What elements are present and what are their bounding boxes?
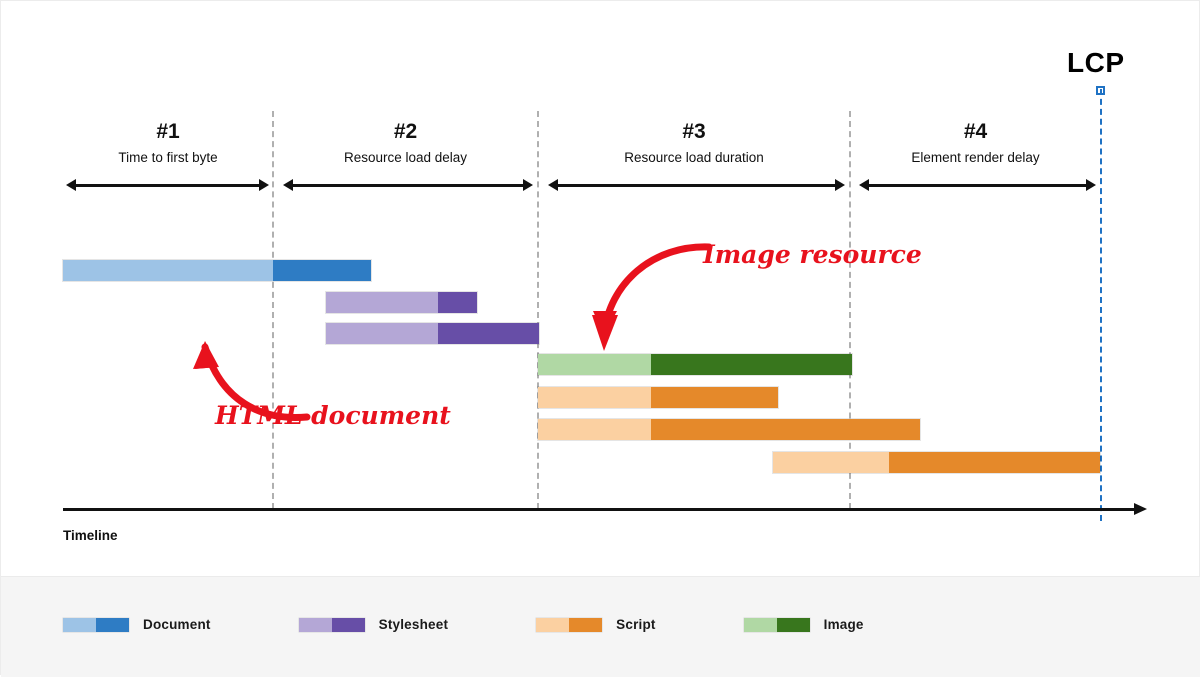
waterfall-bar-document xyxy=(63,260,371,281)
bar-segment-wait xyxy=(326,292,438,313)
phase-1-number: #1 xyxy=(156,120,180,143)
legend-swatch-icon xyxy=(743,617,810,632)
arrow-head-right xyxy=(1086,179,1096,191)
legend-item-stylesheet[interactable]: Stylesheet xyxy=(298,617,449,632)
phase-divider-3 xyxy=(849,111,851,509)
phase-3-span-arrow xyxy=(548,179,845,192)
bar-segment-wait xyxy=(538,387,651,408)
phase-1-span-arrow xyxy=(66,179,269,192)
phase-divider-1 xyxy=(272,111,274,509)
waterfall-bar-script xyxy=(538,419,920,440)
phase-1: #1 Time to first byte xyxy=(63,121,273,165)
phase-3-number: #3 xyxy=(682,120,706,143)
waterfall-bar-stylesheet xyxy=(326,292,477,313)
legend-swatch-dark xyxy=(331,617,365,632)
legend-label: Document xyxy=(143,617,211,632)
timeline-axis xyxy=(63,508,1138,511)
bar-segment-download xyxy=(438,292,477,313)
phase-2: #2 Resource load delay xyxy=(273,121,538,165)
legend-label: Stylesheet xyxy=(378,617,449,632)
annotation-image-resource: Image resource xyxy=(703,240,922,269)
arrow-head-left xyxy=(859,179,869,191)
legend-swatch-light xyxy=(536,617,570,632)
legend-item-document[interactable]: Document xyxy=(63,617,211,632)
phase-4-name: Element render delay xyxy=(911,150,1040,165)
waterfall-bar-image xyxy=(538,354,852,375)
arrow-head-left xyxy=(66,179,76,191)
arrow-head-left xyxy=(548,179,558,191)
phase-2-name: Resource load delay xyxy=(343,150,468,165)
phase-2-number: #2 xyxy=(393,120,418,143)
legend-label: Image xyxy=(823,617,864,632)
bar-segment-download xyxy=(651,419,920,440)
legend-item-script[interactable]: Script xyxy=(536,617,655,632)
bar-segment-download xyxy=(438,323,539,344)
legend-swatch-dark xyxy=(569,617,603,632)
legend-band: Document Stylesheet Script Image xyxy=(1,576,1200,677)
arrow-shaft xyxy=(291,184,525,187)
phase-4-number: #4 xyxy=(963,120,988,143)
bar-segment-wait xyxy=(326,323,438,344)
bar-segment-download xyxy=(651,354,852,375)
arrow-head-right xyxy=(523,179,533,191)
legend-swatch-icon xyxy=(536,617,603,632)
bar-segment-wait xyxy=(63,260,273,281)
bar-segment-download xyxy=(651,387,778,408)
phase-3-name: Resource load duration xyxy=(624,150,764,165)
waterfall-bar-script xyxy=(773,452,1100,473)
legend: Document Stylesheet Script Image xyxy=(63,617,952,632)
bar-segment-wait xyxy=(773,452,889,473)
bar-segment-wait xyxy=(538,354,651,375)
phase-3: #3 Resource load duration xyxy=(538,121,850,165)
legend-swatch-icon xyxy=(298,617,365,632)
html-document-arrow-icon xyxy=(193,341,311,421)
arrow-shaft xyxy=(74,184,261,187)
legend-swatch-light xyxy=(298,617,332,632)
bar-segment-download xyxy=(273,260,371,281)
phase-4-span-arrow xyxy=(859,179,1096,192)
phase-1-name: Time to first byte xyxy=(118,150,218,165)
phase-4: #4 Element render delay xyxy=(850,121,1101,165)
legend-swatch-dark xyxy=(776,617,810,632)
phase-divider-2 xyxy=(537,111,539,509)
bar-segment-wait xyxy=(538,419,651,440)
arrow-head-right xyxy=(259,179,269,191)
legend-swatch-light xyxy=(743,617,777,632)
legend-swatch-dark xyxy=(96,617,129,632)
legend-swatch-light xyxy=(63,617,96,632)
annotation-html-document: HTML document xyxy=(215,401,451,430)
bar-segment-download xyxy=(889,452,1100,473)
legend-item-image[interactable]: Image xyxy=(743,617,864,632)
lcp-label: LCP xyxy=(1067,47,1125,78)
waterfall-bar-script xyxy=(538,387,778,408)
arrow-head-left xyxy=(283,179,293,191)
lcp-dashed-line xyxy=(1100,89,1102,521)
image-resource-arrow-icon xyxy=(592,243,713,351)
arrow-shaft xyxy=(556,184,837,187)
arrow-shaft xyxy=(867,184,1088,187)
legend-label: Script xyxy=(616,617,656,632)
legend-swatch-icon xyxy=(63,617,129,632)
timeline-axis-label: Timeline xyxy=(63,528,118,543)
arrow-head-right xyxy=(835,179,845,191)
timeline-axis-arrow-icon xyxy=(1134,503,1147,515)
phase-2-span-arrow xyxy=(283,179,533,192)
waterfall-bar-stylesheet xyxy=(326,323,539,344)
